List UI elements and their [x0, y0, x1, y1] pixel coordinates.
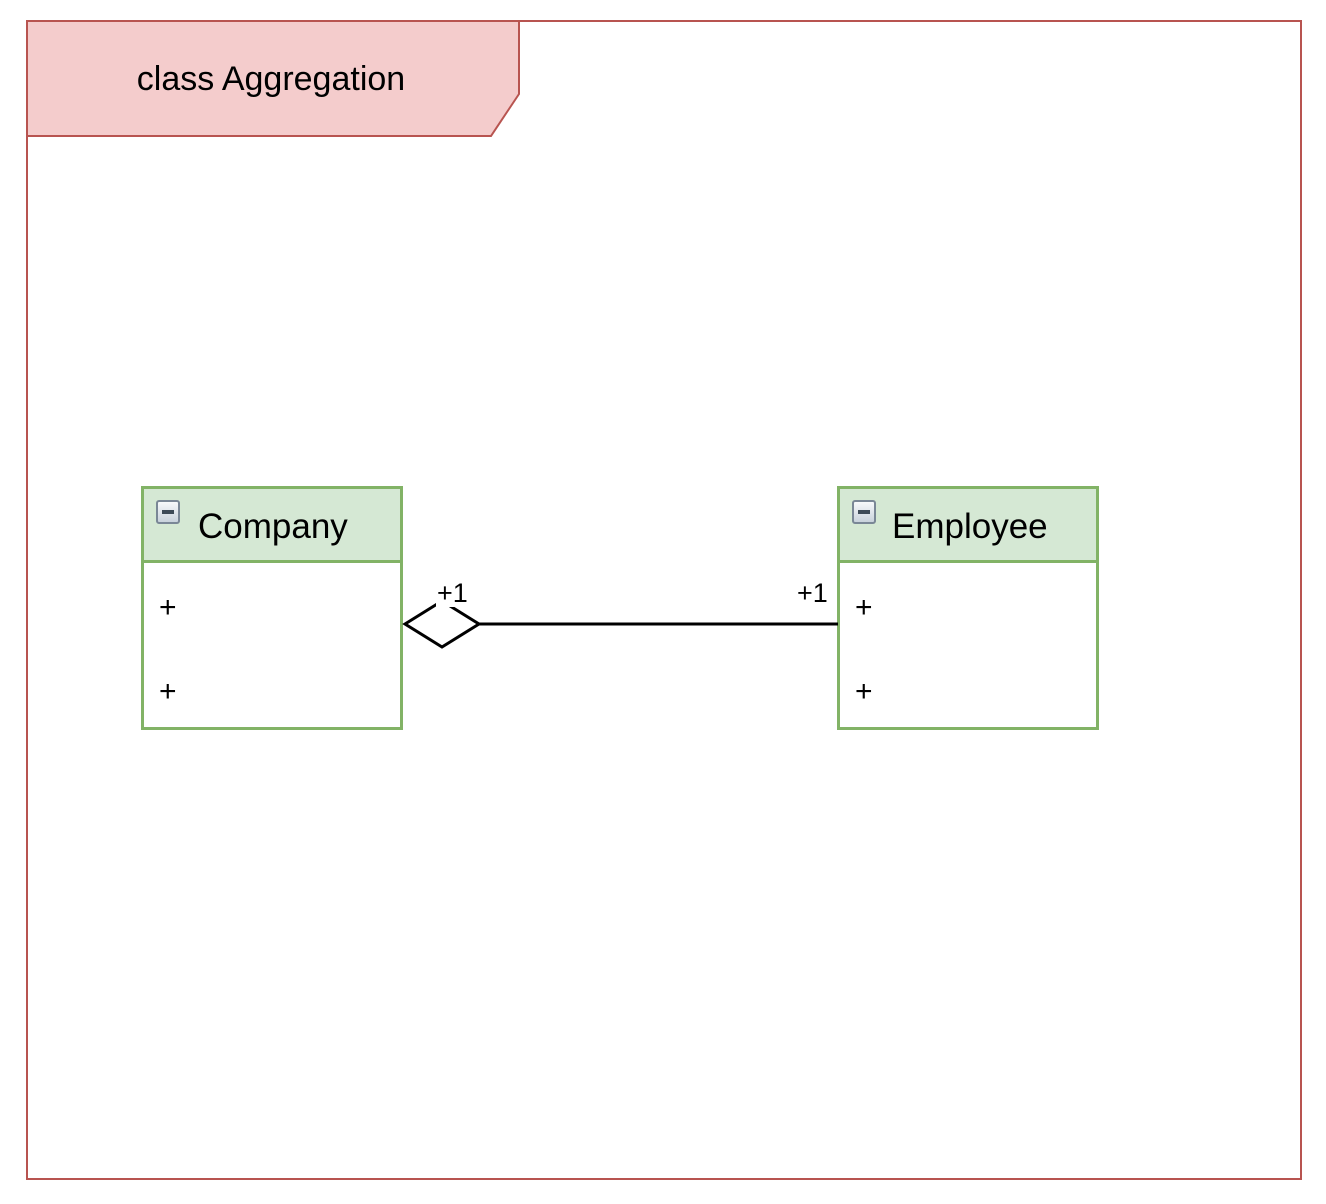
frame-title-tab[interactable]: class Aggregation	[26, 20, 522, 138]
source-multiplicity: +1	[436, 578, 469, 608]
class-header: Employee	[840, 489, 1096, 563]
class-member: +	[855, 675, 873, 708]
collapse-icon[interactable]	[852, 500, 876, 524]
collapse-icon[interactable]	[156, 500, 180, 524]
frame-title: class Aggregation	[136, 59, 406, 98]
class-header: Company	[144, 489, 400, 563]
class-member: +	[855, 591, 873, 624]
class-name: Employee	[892, 507, 1048, 546]
class-employee[interactable]: Employee + +	[837, 486, 1099, 730]
aggregation-diamond-icon	[402, 599, 482, 649]
frame-tab-shape	[26, 20, 520, 137]
class-member: +	[159, 675, 177, 708]
class-member: +	[159, 591, 177, 624]
target-multiplicity: +1	[796, 578, 829, 608]
class-name: Company	[198, 507, 348, 546]
class-company[interactable]: Company + +	[141, 486, 403, 730]
